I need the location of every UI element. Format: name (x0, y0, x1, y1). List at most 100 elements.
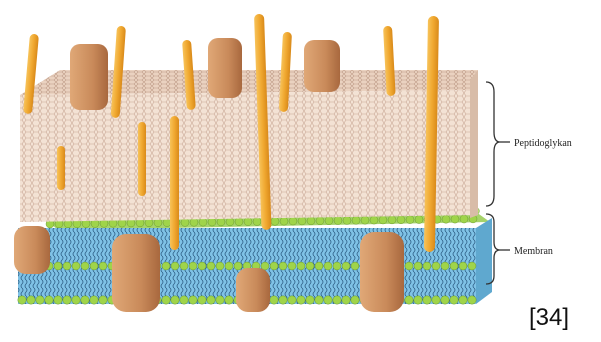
lipid-head (451, 215, 459, 223)
lipid-head (405, 296, 413, 304)
lipid-head (207, 296, 215, 304)
lipid-head (288, 296, 296, 304)
surface-protein (304, 40, 340, 92)
lipid-head (72, 296, 80, 304)
lipid-head (99, 262, 107, 270)
lipid-head (406, 216, 414, 224)
lipid-head (289, 217, 297, 225)
lipid-head (198, 262, 206, 270)
lipid-head (297, 296, 305, 304)
lipid-head (432, 262, 440, 270)
lipid-head (217, 218, 225, 226)
lipid-head (316, 217, 324, 225)
lipid-head (18, 296, 26, 304)
lipid-head (307, 217, 315, 225)
lipid-head (450, 262, 458, 270)
lipid-head (90, 262, 98, 270)
membrane-protein (14, 226, 50, 274)
peptidoglycan-side-face (470, 70, 478, 218)
lipid-head (199, 218, 207, 226)
lipid-head (162, 262, 170, 270)
lipid-head (450, 296, 458, 304)
lipid-head (423, 296, 431, 304)
lipid-head (415, 216, 423, 224)
lipid-head (189, 262, 197, 270)
lipid-head (207, 262, 215, 270)
lipid-head (325, 217, 333, 225)
surface-protein (208, 38, 242, 98)
peptidoglycan-bracket (486, 82, 500, 206)
lipid-head (63, 262, 71, 270)
lipid-head (306, 262, 314, 270)
lipid-head (63, 296, 71, 304)
lipid-head (244, 218, 252, 226)
lipid-head (189, 296, 197, 304)
lipid-head (99, 296, 107, 304)
lipid-head (397, 216, 405, 224)
lipid-head (298, 217, 306, 225)
lipid-head (352, 216, 360, 224)
lipid-head (225, 262, 233, 270)
lipid-head (288, 262, 296, 270)
lipid-head (297, 262, 305, 270)
lipid-head (271, 217, 279, 225)
teichoic-acid-rod (138, 122, 146, 196)
lipid-head (441, 296, 449, 304)
lipid-head (225, 296, 233, 304)
lipid-head (279, 262, 287, 270)
surface-protein (70, 44, 108, 110)
membrane-protein (112, 234, 160, 312)
lipid-head (90, 296, 98, 304)
peptidoglycan-label: Peptidoglykan (514, 138, 572, 149)
lipid-head (36, 296, 44, 304)
lipid-head (351, 296, 359, 304)
lipid-head (324, 296, 332, 304)
lipid-head (162, 296, 170, 304)
lipid-head (459, 296, 467, 304)
lipid-head (81, 296, 89, 304)
lipid-head (370, 216, 378, 224)
lipid-head (27, 296, 35, 304)
lipid-head (180, 296, 188, 304)
lipid-head (198, 296, 206, 304)
teichoic-acid-rod (57, 146, 65, 190)
lipid-head (45, 296, 53, 304)
lipid-head (253, 218, 261, 226)
lipid-head (379, 216, 387, 224)
lipid-head (460, 215, 468, 223)
lipid-head (468, 262, 476, 270)
lipid-head (81, 262, 89, 270)
lipid-head (342, 262, 350, 270)
lipid-head (414, 296, 422, 304)
lipid-head (270, 262, 278, 270)
membrane-label: Membran (514, 246, 553, 257)
lipid-head (351, 262, 359, 270)
lipid-head (315, 262, 323, 270)
lipid-head (180, 262, 188, 270)
lipid-head (190, 218, 198, 226)
lipid-head (234, 262, 242, 270)
lipid-head (459, 262, 467, 270)
lipid-head (333, 262, 341, 270)
lipid-head (324, 262, 332, 270)
lipid-head (342, 296, 350, 304)
lipid-head (54, 262, 62, 270)
lipid-head (306, 296, 314, 304)
lipid-head (388, 216, 396, 224)
lipid-head (216, 296, 224, 304)
lipid-head (441, 262, 449, 270)
lipid-head (171, 262, 179, 270)
lipid-head (171, 296, 179, 304)
lipid-head (216, 262, 224, 270)
lipid-head (414, 262, 422, 270)
membrane-protein (236, 268, 270, 312)
lipid-head (270, 296, 278, 304)
lipid-head (235, 218, 243, 226)
lipid-head (72, 262, 80, 270)
lipid-head (208, 218, 216, 226)
lipoteichoic-acid-rod (170, 116, 179, 250)
membrane-protein (360, 232, 404, 312)
lipid-head (432, 296, 440, 304)
lipid-head (333, 296, 341, 304)
